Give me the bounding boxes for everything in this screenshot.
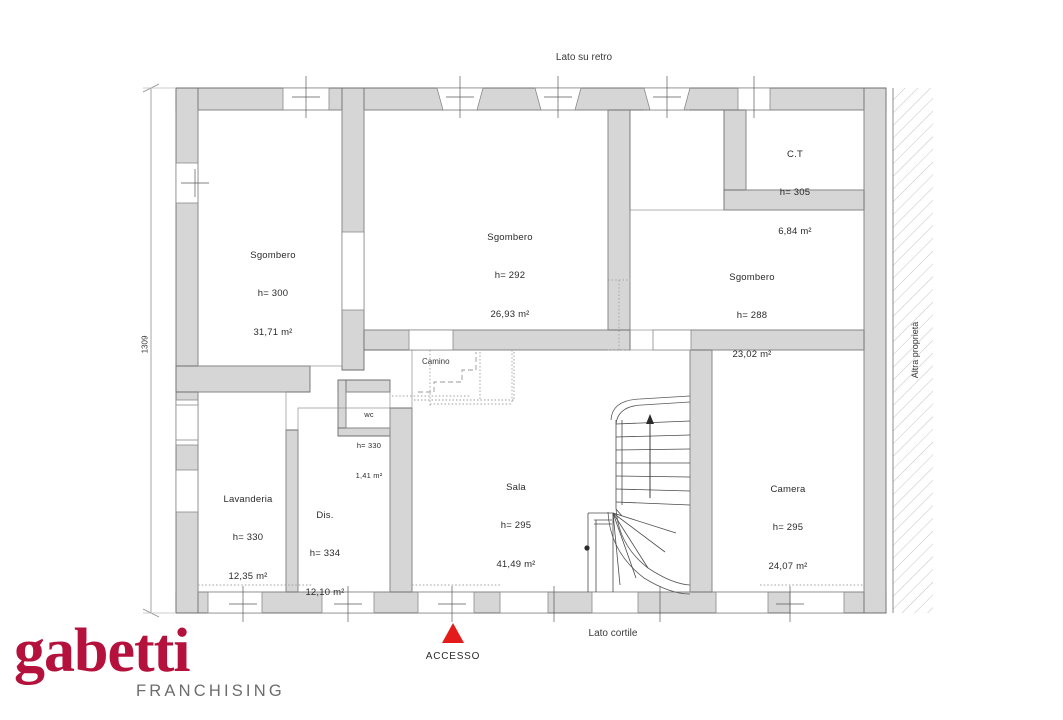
door-openings [198, 279, 864, 586]
gabetti-logo: gabetti FRANCHISING [14, 617, 282, 712]
logo-subtitle-text: FRANCHISING [136, 682, 285, 700]
label-overall-dimension: 1309 [140, 335, 150, 354]
label-altra-proprieta: Altra proprietà [910, 321, 920, 379]
internal-door-gaps [175, 231, 692, 441]
other-property-hatch [892, 88, 933, 613]
access-marker-icon [442, 623, 464, 643]
window-axis-ticks [181, 76, 804, 622]
spiral-staircase-icon [584, 395, 691, 595]
overall-dimension-line [142, 83, 176, 618]
logo-brand-text: gabetti [14, 617, 191, 685]
fireplace-icon [414, 352, 515, 401]
wall-inner-edges [197, 109, 865, 593]
